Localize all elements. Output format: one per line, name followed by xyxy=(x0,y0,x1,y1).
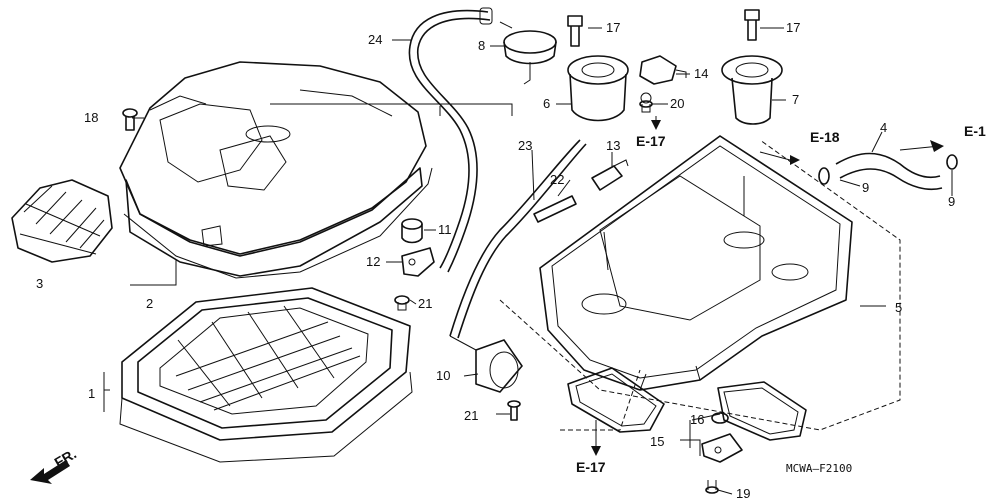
callout-17a: 17 xyxy=(606,20,620,35)
callout-14: 14 xyxy=(694,66,708,81)
callout-4: 4 xyxy=(880,120,887,135)
reference-e17-bottom: E-17 xyxy=(576,459,606,475)
bolt-part-21-upper xyxy=(394,295,410,311)
callout-9b: 9 xyxy=(948,194,955,209)
assembly-outline-dashed-left xyxy=(560,369,641,431)
sensor-part-15 xyxy=(701,412,743,463)
clip-part-9-right xyxy=(946,154,958,170)
joint-part-13 xyxy=(591,159,629,191)
bolt-part-21-lower xyxy=(507,400,521,421)
air-cleaner-element-part-1 xyxy=(119,287,413,463)
callout-11: 11 xyxy=(438,222,452,237)
assembly-outline-dashed xyxy=(499,139,901,431)
air-cleaner-cover-part-2 xyxy=(119,61,433,279)
filter-part-10 xyxy=(449,335,523,393)
callout-9a: 9 xyxy=(862,180,869,195)
screw-part-18 xyxy=(122,108,138,131)
callout-16: 16 xyxy=(690,412,704,427)
bolt-part-17-left xyxy=(567,15,583,47)
bolt-part-19 xyxy=(705,480,719,494)
lower-case-part-5 xyxy=(539,135,853,391)
leader-lines xyxy=(103,27,953,495)
callout-21b: 21 xyxy=(464,408,478,423)
callout-18: 18 xyxy=(84,110,98,125)
callout-12: 12 xyxy=(366,254,380,269)
diagram-code: MCWA—F2100 xyxy=(786,462,852,475)
tube-part-23 xyxy=(449,139,587,339)
bolt-part-17-right xyxy=(744,9,760,41)
reference-e18: E-18 xyxy=(810,129,840,145)
bracket-part-12 xyxy=(401,247,435,277)
clip-part-9-left xyxy=(818,167,830,185)
callout-22: 22 xyxy=(550,172,564,187)
air-funnel-part-3 xyxy=(11,179,113,263)
callout-21a: 21 xyxy=(418,296,432,311)
air-valve-part-8 xyxy=(499,21,557,85)
callout-19: 19 xyxy=(736,486,750,500)
breather-hose-part-24 xyxy=(408,7,493,273)
reference-arrows xyxy=(591,120,944,456)
connector-part-14 xyxy=(639,55,687,104)
callout-24: 24 xyxy=(368,32,382,47)
holder-part-6 xyxy=(567,55,629,122)
callout-7: 7 xyxy=(792,92,799,107)
callout-6: 6 xyxy=(543,96,550,111)
reference-e17-top: E-17 xyxy=(636,133,666,149)
callout-23: 23 xyxy=(518,138,532,153)
callout-3: 3 xyxy=(36,276,43,291)
callout-2: 2 xyxy=(146,296,153,311)
callout-8: 8 xyxy=(478,38,485,53)
callout-13: 13 xyxy=(606,138,620,153)
reference-e1: E-1 xyxy=(964,123,986,139)
cap-part-11 xyxy=(401,218,423,244)
callout-17b: 17 xyxy=(786,20,800,35)
holder-part-7 xyxy=(721,55,783,125)
callout-20: 20 xyxy=(670,96,684,111)
callout-15: 15 xyxy=(650,434,664,449)
hose-part-4 xyxy=(835,152,943,191)
callout-5: 5 xyxy=(895,300,902,315)
callout-10: 10 xyxy=(436,368,450,383)
pipe-part-22 xyxy=(533,195,577,223)
front-arrow-icon: FR. xyxy=(30,445,79,484)
callout-1: 1 xyxy=(88,386,95,401)
gasket-part-16 xyxy=(567,367,807,441)
